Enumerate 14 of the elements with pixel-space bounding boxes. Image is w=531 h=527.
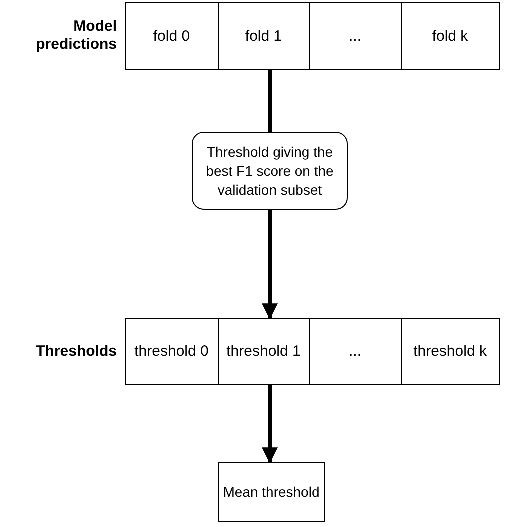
row-heading: Model predictions bbox=[35, 17, 117, 55]
arrow bbox=[262, 210, 278, 320]
row-heading: Thresholds bbox=[35, 342, 117, 362]
table-cell: fold k bbox=[400, 3, 499, 69]
table-cell: threshold k bbox=[400, 319, 499, 384]
result-box: Mean threshold bbox=[218, 462, 325, 522]
table-cell: ... bbox=[309, 3, 401, 69]
table-cell: fold 1 bbox=[218, 3, 310, 69]
process-box: Threshold giving the best F1 score on the validation subset bbox=[192, 132, 348, 210]
table-cell: fold 0 bbox=[126, 3, 218, 69]
table-cell: threshold 1 bbox=[218, 319, 310, 384]
table-cell: ... bbox=[309, 319, 401, 384]
table-cell: threshold 0 bbox=[126, 319, 218, 384]
arrow bbox=[262, 385, 278, 464]
